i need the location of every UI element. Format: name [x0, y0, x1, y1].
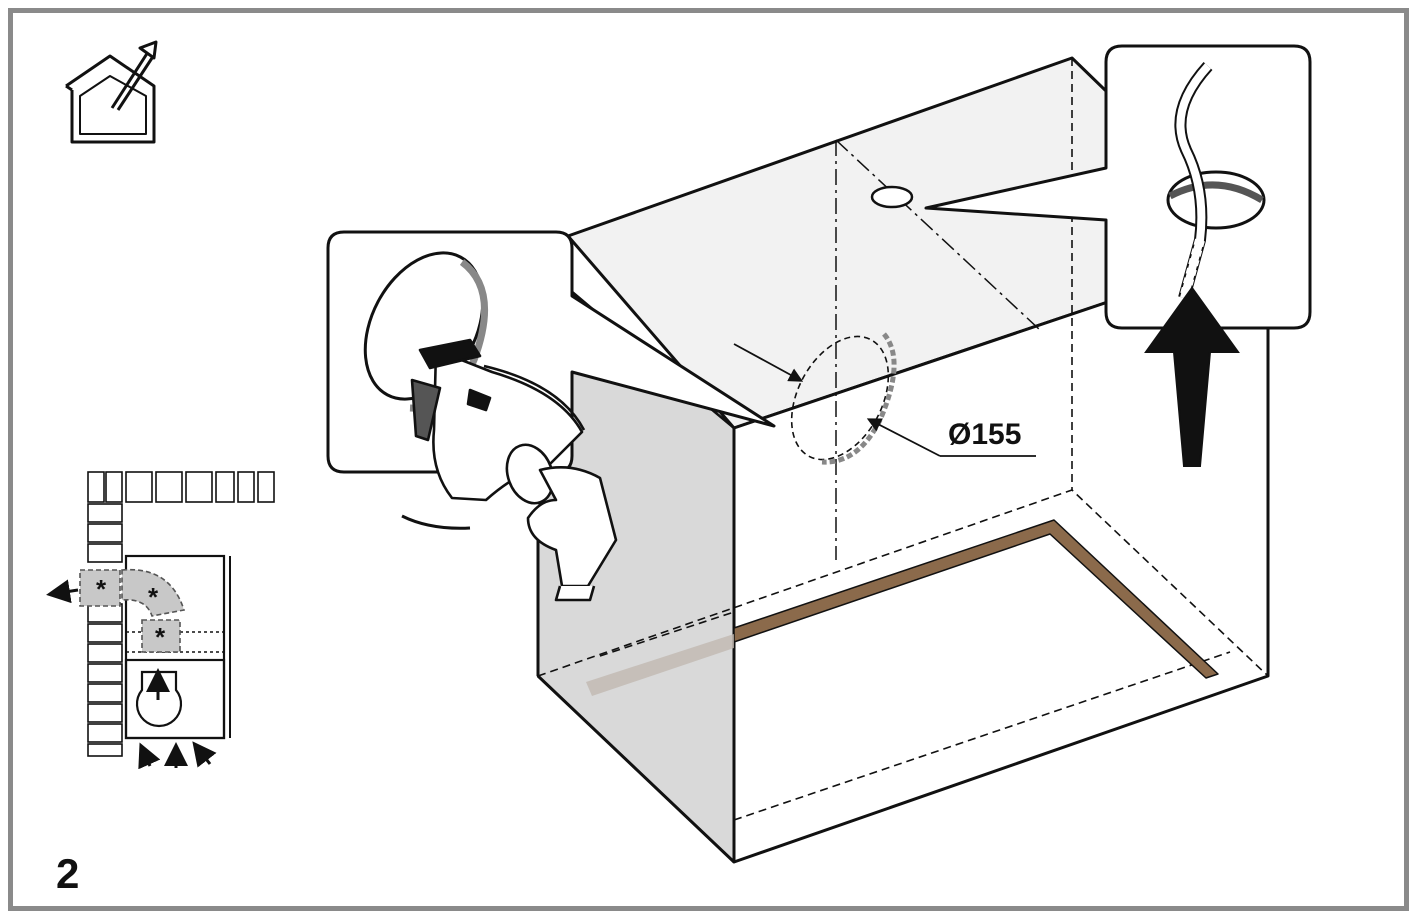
- brick-wall-top: [87, 471, 275, 503]
- jigsaw-tool: [401, 338, 586, 530]
- arrow-up-icon: [1144, 286, 1240, 467]
- insulated-duct: [79, 568, 186, 653]
- house-exhaust-icon: [65, 40, 158, 144]
- diagram-frame: [8, 8, 1409, 911]
- jigsaw-callout: [326, 230, 776, 602]
- insulated-duct-marker: *: [96, 574, 107, 604]
- cable-hole-callout: [924, 44, 1312, 330]
- diameter-dimension-line: [733, 343, 1036, 457]
- hand: [526, 466, 618, 602]
- brick-wall-side: [87, 503, 123, 757]
- step-number: 2: [56, 850, 79, 897]
- insulated-duct-marker: *: [148, 582, 159, 612]
- duct-route-diagram: * * *: [46, 471, 275, 770]
- insulated-duct-marker: *: [155, 622, 166, 652]
- diameter-label: Ø155: [948, 418, 1021, 451]
